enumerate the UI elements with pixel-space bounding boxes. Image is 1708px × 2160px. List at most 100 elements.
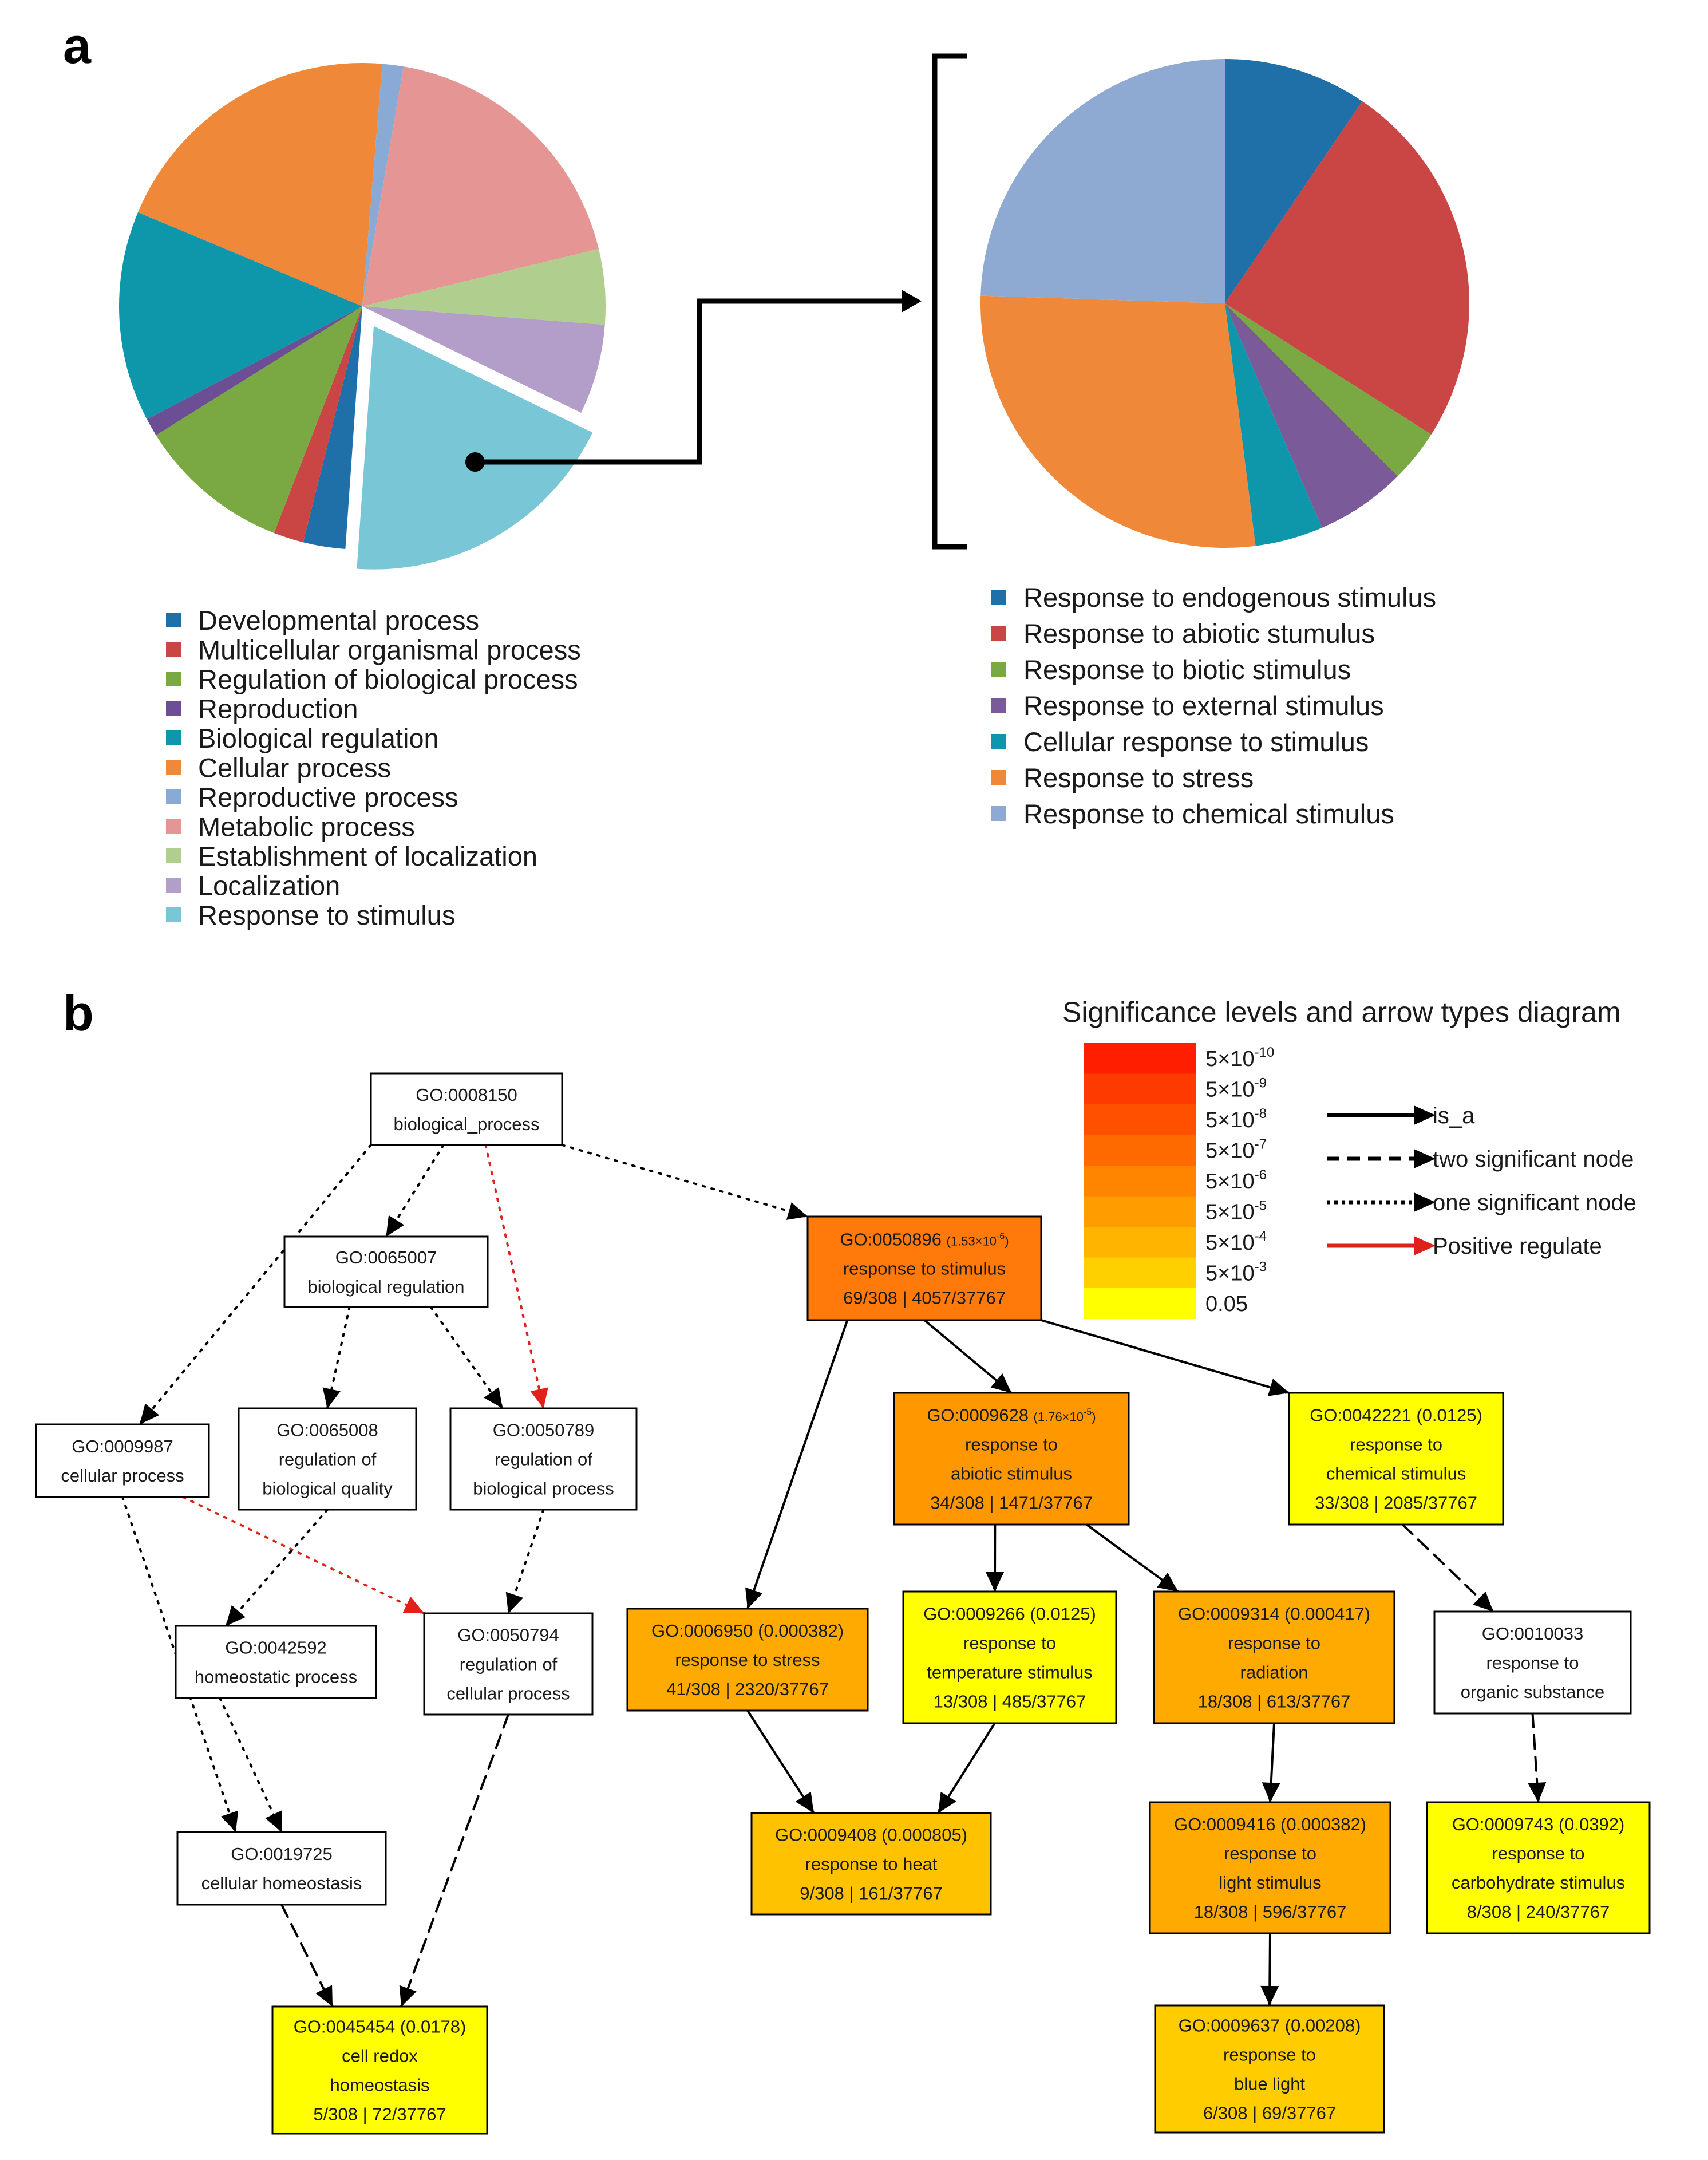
go-node-line: GO:0065007 xyxy=(335,1247,437,1267)
go-node-line: GO:0006950 (0.000382) xyxy=(651,1621,844,1641)
legend-sub-label-response-to-abiotic-stumulus: Response to abiotic stumulus xyxy=(1023,618,1375,649)
go-node-box xyxy=(238,1407,417,1511)
go-node-line: GO:0009987 xyxy=(72,1436,173,1456)
go-edge-42592-to-19725 xyxy=(219,1697,283,1833)
significance-swatch-3 xyxy=(1084,1135,1196,1166)
go-node-42592: GO:0042592 homeostatic process xyxy=(175,1625,377,1699)
go-edge-head xyxy=(484,1387,503,1408)
go-edge-6950-to-9408 xyxy=(746,1709,815,1814)
legend-sub-swatch-cellular-response-to-stimulus xyxy=(991,734,1006,749)
go-edge-head xyxy=(1157,1573,1178,1592)
main-slice-biological-regulation xyxy=(119,212,363,420)
go-node-line: regulation of xyxy=(495,1450,592,1470)
legend-main-swatch-regulation-of-biological-process xyxy=(166,672,181,686)
go-node-line: 5/308 | 72/37767 xyxy=(313,2104,446,2125)
go-node-9408: GO:0009408 (0.000805)response to heat9/3… xyxy=(750,1812,992,1916)
significance-label-7: 5×10-3 xyxy=(1205,1259,1267,1286)
go-node-line: GO:0009266 (0.0125) xyxy=(923,1604,1096,1624)
main-slice-reproduction xyxy=(147,306,362,436)
arrow-type-head-two-significant-node xyxy=(1414,1149,1436,1168)
go-node-box xyxy=(1426,1801,1651,1934)
go-node-line: abiotic stimulus xyxy=(951,1464,1072,1484)
go-node-box xyxy=(806,1215,1042,1321)
go-edge-9987-to-50794 xyxy=(181,1496,425,1614)
go-node-19725: GO:0019725 cellular homeostasis xyxy=(176,1831,387,1906)
go-node-9743: GO:0009743 (0.0392)response tocarbohydra… xyxy=(1426,1801,1651,1934)
go-node-line: cellular homeostasis xyxy=(201,1873,362,1893)
legend-main-swatch-response-to-stimulus xyxy=(166,907,181,922)
go-node-box xyxy=(1153,1590,1395,1724)
go-node-line: biological quality xyxy=(262,1479,393,1499)
legend-main-swatch-reproductive-process xyxy=(166,789,181,804)
panel-label-a: a xyxy=(63,17,92,74)
go-node-line: response to heat xyxy=(805,1854,938,1874)
legend-sub-swatch-response-to-biotic-stimulus xyxy=(991,662,1006,677)
legend-sub-label-response-to-chemical-stimulus: Response to chemical stimulus xyxy=(1023,799,1394,829)
go-node-line: biological process xyxy=(473,1479,614,1499)
go-node-line: homeostatic process xyxy=(195,1667,357,1687)
go-node-box xyxy=(893,1392,1130,1526)
significance-swatch-2 xyxy=(1084,1104,1196,1135)
go-edge-50896-to-6950 xyxy=(746,1319,849,1610)
go-node-line: cell redox xyxy=(342,2046,418,2066)
legend-sub-label-response-to-endogenous-stimulus: Response to endogenous stimulus xyxy=(1023,582,1436,613)
go-node-50896: GO:0050896 (1.53×10-6)response to stimul… xyxy=(806,1215,1042,1321)
go-node-box xyxy=(1288,1392,1504,1526)
legend-sub-swatch-response-to-chemical-stimulus xyxy=(991,806,1006,821)
sub-slice-response-to-abiotic-stumulus xyxy=(1225,101,1469,435)
go-edge-50896-to-42221 xyxy=(1040,1319,1290,1394)
go-edge-head xyxy=(386,1215,405,1237)
legend-main-label-reproductive-process: Reproductive process xyxy=(198,782,458,812)
go-edge-head xyxy=(795,1791,814,1813)
go-edge-head xyxy=(986,1571,1005,1592)
significance-swatch-0 xyxy=(1084,1043,1196,1074)
go-edge-head xyxy=(315,1985,333,2007)
go-node-9266: GO:0009266 (0.0125)response totemperatur… xyxy=(902,1590,1117,1724)
go-node-line: GO:0010033 xyxy=(1482,1624,1584,1644)
go-node-line: 33/308 | 2085/37767 xyxy=(1315,1493,1477,1513)
sub-slice-response-to-biotic-stimulus xyxy=(1225,303,1432,476)
go-edge-head xyxy=(1260,1985,1279,2005)
arrow-type-label-positive-regulate: Positive regulate xyxy=(1433,1234,1602,1259)
go-node-line: 6/308 | 69/37767 xyxy=(1203,2103,1336,2123)
legend-main-label-localization: Localization xyxy=(198,871,340,901)
go-edge-8150-to-50789 xyxy=(484,1144,545,1409)
legend-main-swatch-developmental-process xyxy=(166,613,181,627)
go-node-line: GO:0009314 (0.000417) xyxy=(1178,1604,1370,1624)
legend-sub-label-response-to-stress: Response to stress xyxy=(1023,763,1254,793)
go-node-line: carbohydrate stimulus xyxy=(1452,1873,1625,1893)
go-edge-8150-to-65007 xyxy=(385,1144,445,1238)
pie-sub xyxy=(980,59,1469,548)
go-node-line: regulation of xyxy=(279,1450,377,1470)
legend-main-swatch-cellular-process xyxy=(166,760,181,775)
legend-main-swatch-establishment-of-localization xyxy=(166,848,181,863)
go-node-line: GO:0019725 xyxy=(231,1844,333,1864)
go-node-line: radiation xyxy=(1240,1663,1308,1683)
sub-slice-cellular-response-to-stimulus xyxy=(1225,303,1322,546)
significance-label-0: 5×10-10 xyxy=(1205,1045,1274,1071)
go-edge-head xyxy=(1267,1379,1289,1396)
significance-label-2: 5×10-8 xyxy=(1205,1106,1267,1132)
sub-pie-bracket xyxy=(932,53,967,550)
legend-sub-swatch-response-to-abiotic-stumulus xyxy=(991,626,1006,641)
legend-sub: Response to endogenous stimulusResponse … xyxy=(991,582,1436,829)
significance-label-3: 5×10-7 xyxy=(1205,1137,1267,1163)
go-edge-head xyxy=(530,1387,548,1408)
sub-slice-response-to-chemical-stimulus xyxy=(980,59,1225,303)
go-node-line: response to xyxy=(965,1435,1058,1455)
go-edge-8150-to-50896 xyxy=(561,1144,809,1218)
go-node-line: GO:0009637 (0.00208) xyxy=(1179,2016,1361,2036)
sub-slice-response-to-stress xyxy=(980,295,1256,548)
go-node-line: response to xyxy=(1492,1843,1585,1863)
go-node-line: response to xyxy=(1350,1435,1442,1455)
go-node-line: GO:0042592 xyxy=(225,1638,327,1658)
legend-main-swatch-multicellular-organismal-process xyxy=(166,642,181,657)
go-node-line: response to xyxy=(1486,1653,1579,1673)
main-slice-multicellular-organismal-process xyxy=(274,306,362,543)
legend-main-label-regulation-of-biological-process: Regulation of biological process xyxy=(198,664,578,694)
go-node-line: chemical stimulus xyxy=(1326,1464,1466,1484)
